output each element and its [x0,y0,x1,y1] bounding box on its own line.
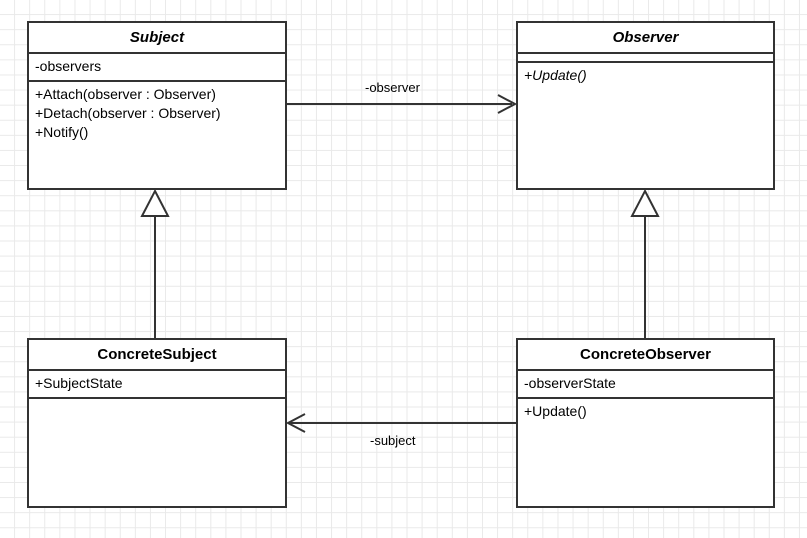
attribute-observers: -observers [35,58,102,74]
open-arrowhead-right-icon [497,94,518,114]
class-box-concrete-observer[interactable]: ConcreteObserver -observerState +Update(… [516,338,775,508]
class-attributes-concrete-subject: +SubjectState [29,369,285,397]
operation-update: +Update() [524,67,587,83]
generalization-concreteobserver-observer[interactable] [630,188,660,338]
open-arrowhead-left-icon [285,413,306,433]
class-title-observer: Observer [612,29,679,46]
class-operations-concrete-subject [29,397,285,506]
class-title-subject: Subject [129,29,185,46]
operation-notify: +Notify() [35,124,89,140]
class-title-concrete-observer: ConcreteObserver [580,346,711,363]
operation-detach: +Detach(observer : Observer) [35,105,221,121]
class-operations-concrete-observer: +Update() [518,397,773,506]
class-operations-subject: +Attach(observer : Observer) +Detach(obs… [29,80,285,188]
class-attributes-observer [518,52,773,61]
hollow-triangle-arrowhead-icon [630,188,660,217]
association-label-subject: -subject [370,433,416,448]
operation-update: +Update() [524,403,587,419]
class-box-subject[interactable]: Subject -observers +Attach(observer : Ob… [27,21,287,190]
class-box-observer[interactable]: Observer +Update() [516,21,775,190]
class-attributes-subject: -observers [29,52,285,80]
attribute-observerstate: -observerState [524,375,616,391]
class-operations-observer: +Update() [518,61,773,188]
association-concreteobserver-concretesubject[interactable] [285,413,516,433]
hollow-triangle-arrowhead-icon [140,188,170,217]
generalization-concretesubject-subject[interactable] [140,188,170,338]
association-subject-observer[interactable] [287,94,518,114]
attribute-subjectstate: +SubjectState [35,375,123,391]
class-title-concrete-subject: ConcreteSubject [97,346,217,363]
association-label-observer: -observer [365,80,420,95]
class-attributes-concrete-observer: -observerState [518,369,773,397]
class-box-concrete-subject[interactable]: ConcreteSubject +SubjectState [27,338,287,508]
operation-attach: +Attach(observer : Observer) [35,86,216,102]
